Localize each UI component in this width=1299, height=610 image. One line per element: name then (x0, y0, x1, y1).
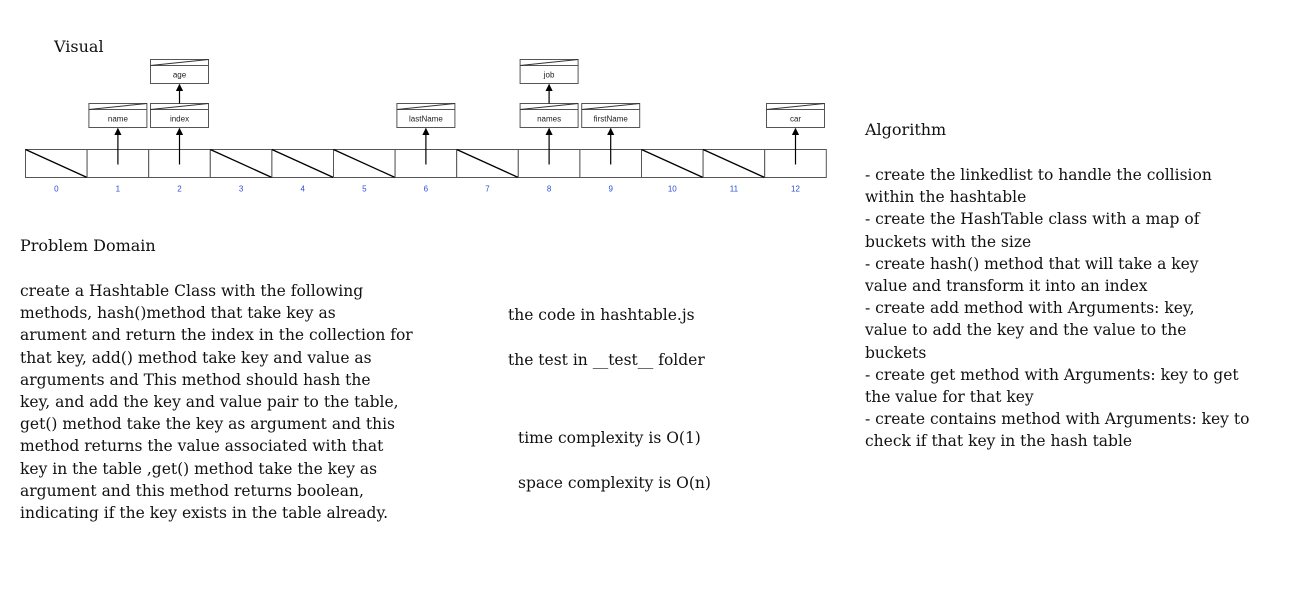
list-node: car (766, 103, 825, 165)
visual-title: Visual (54, 37, 104, 56)
empty-bucket-slash (702, 148, 765, 179)
list-node: job (519, 59, 579, 104)
problem-domain-line: indicating if the key exists in the tabl… (20, 504, 389, 523)
node-next-slash (150, 59, 209, 66)
node-label: job (543, 71, 555, 80)
problem-domain-text: create a Hashtable Class with the follow… (20, 280, 413, 524)
list-node: firstName (581, 103, 641, 165)
node-box (150, 59, 209, 84)
node-box (88, 103, 148, 128)
node-label: lastName (409, 115, 443, 124)
problem-domain-line: method returns the value associated with… (20, 437, 384, 456)
problem-domain-line: get() method take the key as argument an… (20, 415, 396, 434)
problem-domain-line: arguments and This method should hash th… (20, 370, 371, 389)
empty-bucket-slash (456, 148, 519, 179)
list-node: names (519, 103, 579, 165)
bucket-index-label: 0 (54, 185, 59, 194)
node-label: age (173, 71, 187, 80)
problem-domain-title: Problem Domain (20, 236, 156, 255)
algorithm-text: - create the linkedlist to handle the co… (865, 164, 1249, 453)
algorithm-line: - create hash() method that will take a … (865, 254, 1199, 273)
algorithm-line: value to add the key and the value to th… (865, 321, 1187, 340)
list-node: name (88, 103, 148, 165)
algorithm-line: - create add method with Arguments: key, (865, 299, 1195, 318)
bucket-index-label: 5 (362, 185, 367, 194)
algorithm-line: within the hashtable (865, 188, 1027, 207)
list-node: age (150, 59, 209, 104)
bucket-index-label: 7 (485, 185, 490, 194)
algorithm-line: - create the HashTable class with a map … (865, 210, 1200, 229)
node-label: index (170, 115, 189, 124)
algorithm-title: Algorithm (865, 120, 947, 139)
bucket-index-label: 9 (608, 185, 613, 194)
bucket-index-label: 11 (730, 185, 739, 194)
node-box (150, 103, 209, 128)
node-box (396, 103, 456, 128)
empty-bucket-slash (333, 148, 396, 179)
algorithm-line: the value for that key (865, 388, 1034, 407)
node-next-slash (520, 59, 579, 66)
algorithm-line: value and transform it into an index (865, 277, 1148, 296)
empty-bucket-slash (210, 148, 273, 179)
algorithm-line: buckets with the size (865, 232, 1032, 251)
bucket-index-label: 10 (668, 185, 677, 194)
node-next-slash (88, 103, 147, 110)
code-location-note: the code in hashtable.js (508, 306, 695, 324)
node-next-slash (766, 103, 825, 110)
node-box (581, 103, 641, 128)
space-complexity-note: space complexity is O(n) (518, 474, 711, 492)
algorithm-line: - create contains method with Arguments:… (865, 410, 1250, 429)
problem-domain-line: that key, add() method take key and valu… (20, 348, 372, 367)
bucket-index-label: 8 (547, 185, 552, 194)
problem-domain-line: key, and add the key and value pair to t… (20, 393, 399, 412)
algorithm-line: buckets (865, 343, 927, 362)
node-next-slash (581, 103, 640, 110)
node-box (519, 59, 579, 84)
bucket-index-label: 3 (239, 185, 244, 194)
node-label: name (108, 115, 129, 124)
problem-domain-line: arument and return the index in the coll… (20, 326, 413, 345)
problem-domain-line: key in the table ,get() method take the … (20, 459, 378, 478)
time-complexity-note: time complexity is O(1) (518, 429, 701, 447)
algorithm-line: - create get method with Arguments: key … (865, 365, 1239, 384)
node-next-slash (150, 103, 209, 110)
empty-bucket-slash (271, 148, 334, 179)
bucket-index-label: 12 (791, 185, 800, 194)
list-node: index (150, 103, 209, 165)
node-box (519, 103, 579, 128)
empty-bucket-slash (641, 148, 704, 179)
bucket-index-label: 4 (300, 185, 305, 194)
node-box (766, 103, 825, 128)
bucket-index-label: 6 (424, 185, 429, 194)
node-next-slash (396, 103, 455, 110)
node-next-slash (520, 103, 579, 110)
node-label: car (790, 115, 801, 124)
algorithm-line: - create the linkedlist to handle the co… (865, 166, 1212, 184)
problem-domain-line: create a Hashtable Class with the follow… (20, 282, 364, 300)
problem-domain-line: methods, hash()method that take key as (20, 304, 336, 323)
node-label: firstName (594, 115, 629, 124)
algorithm-line: check if that key in the hash table (865, 432, 1133, 451)
problem-domain-line: argument and this method returns boolean… (20, 481, 364, 500)
test-location-note: the test in __test__ folder (508, 351, 705, 369)
node-label: names (537, 115, 561, 124)
list-node: lastName (396, 103, 456, 165)
empty-bucket-slash (25, 148, 88, 179)
bucket-index-label: 1 (116, 185, 121, 194)
bucket-index-label: 2 (177, 185, 182, 194)
